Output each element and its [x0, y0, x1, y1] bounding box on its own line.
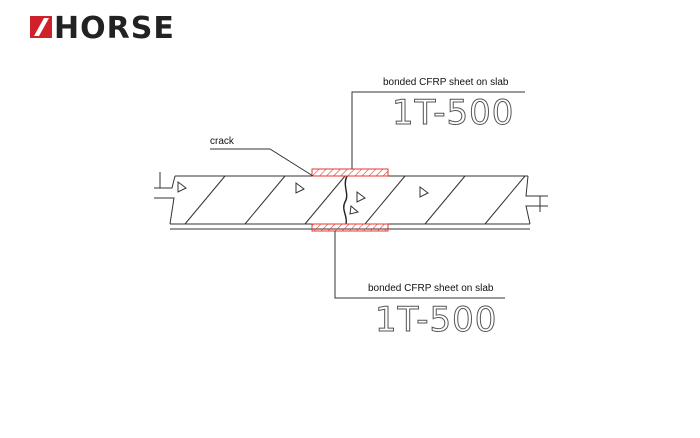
- crack-label: crack: [210, 136, 235, 147]
- bottom-sheet-label: bonded CFRP sheet on slab: [368, 283, 494, 294]
- crack-leader: [210, 148, 314, 177]
- brand-logo: HORSE: [30, 11, 175, 46]
- bottom-sheet-spec: 1T-500: [375, 300, 497, 340]
- top-cfrp-sheet: [311, 168, 389, 177]
- concrete-slab: [154, 172, 548, 230]
- bottom-sheet-leader: [334, 231, 505, 299]
- top-sheet-label: bonded CFRP sheet on slab: [383, 77, 509, 88]
- top-sheet-spec: 1T-500: [392, 93, 514, 133]
- top-sheet-leader: [351, 91, 525, 169]
- bottom-cfrp-sheet: [311, 223, 389, 232]
- logo-mark-slash-icon: [34, 18, 49, 36]
- crack-line: [343, 175, 348, 225]
- logo-text: HORSE: [54, 11, 175, 46]
